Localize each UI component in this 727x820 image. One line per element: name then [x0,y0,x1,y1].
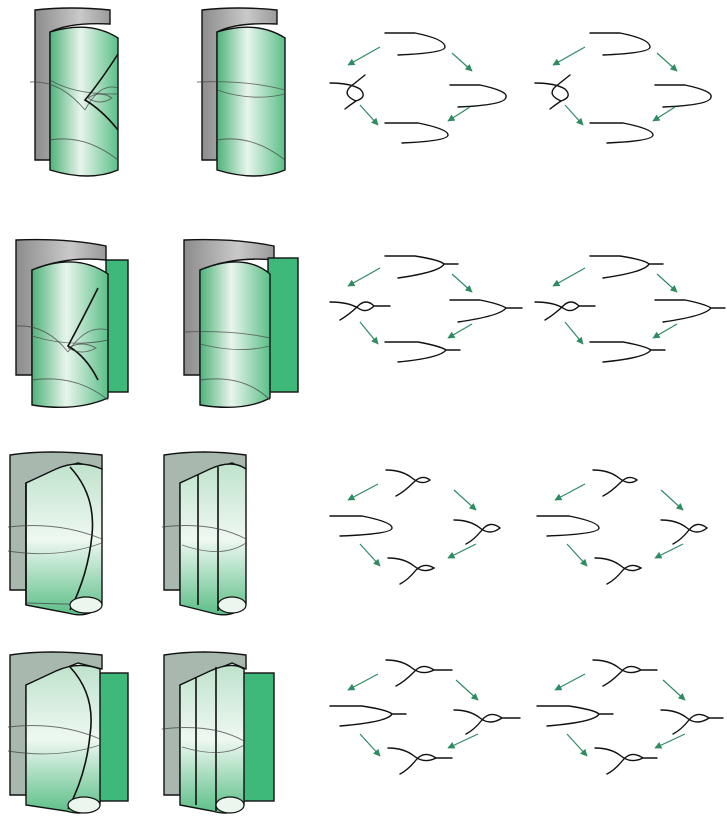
cup-right [655,85,711,107]
surface-row1-a [30,8,118,176]
cup-top [590,33,650,55]
surface-row2-b [184,240,298,408]
surface-row4-a [8,652,128,813]
cup-bottom [385,123,448,143]
cup-top [385,33,445,55]
movie-diagram-row1-b [535,33,711,143]
movie-diagram-row2-b [535,256,725,362]
surface-row2-a [16,240,128,408]
movie-diagram-row3-b [537,470,707,584]
row-3 [8,452,707,615]
movie-diagram-row3-a [330,470,500,584]
surface-row4-b [162,652,274,813]
movie-diagram-row4-a [330,660,520,774]
row-1 [30,8,711,176]
surface-row1-b [197,8,285,176]
loop-left [330,75,365,109]
cup-bottom [590,123,653,143]
row-4 [8,652,723,813]
surface-row3-a [8,452,102,615]
loop-left [535,75,570,109]
surface-row3-b [162,452,246,615]
movie-diagram-row4-b [537,660,723,774]
movie-diagram-row1-a [330,33,506,143]
movie-diagram-row2-a [330,256,522,362]
cup-right [450,85,506,107]
row-2 [16,240,725,408]
